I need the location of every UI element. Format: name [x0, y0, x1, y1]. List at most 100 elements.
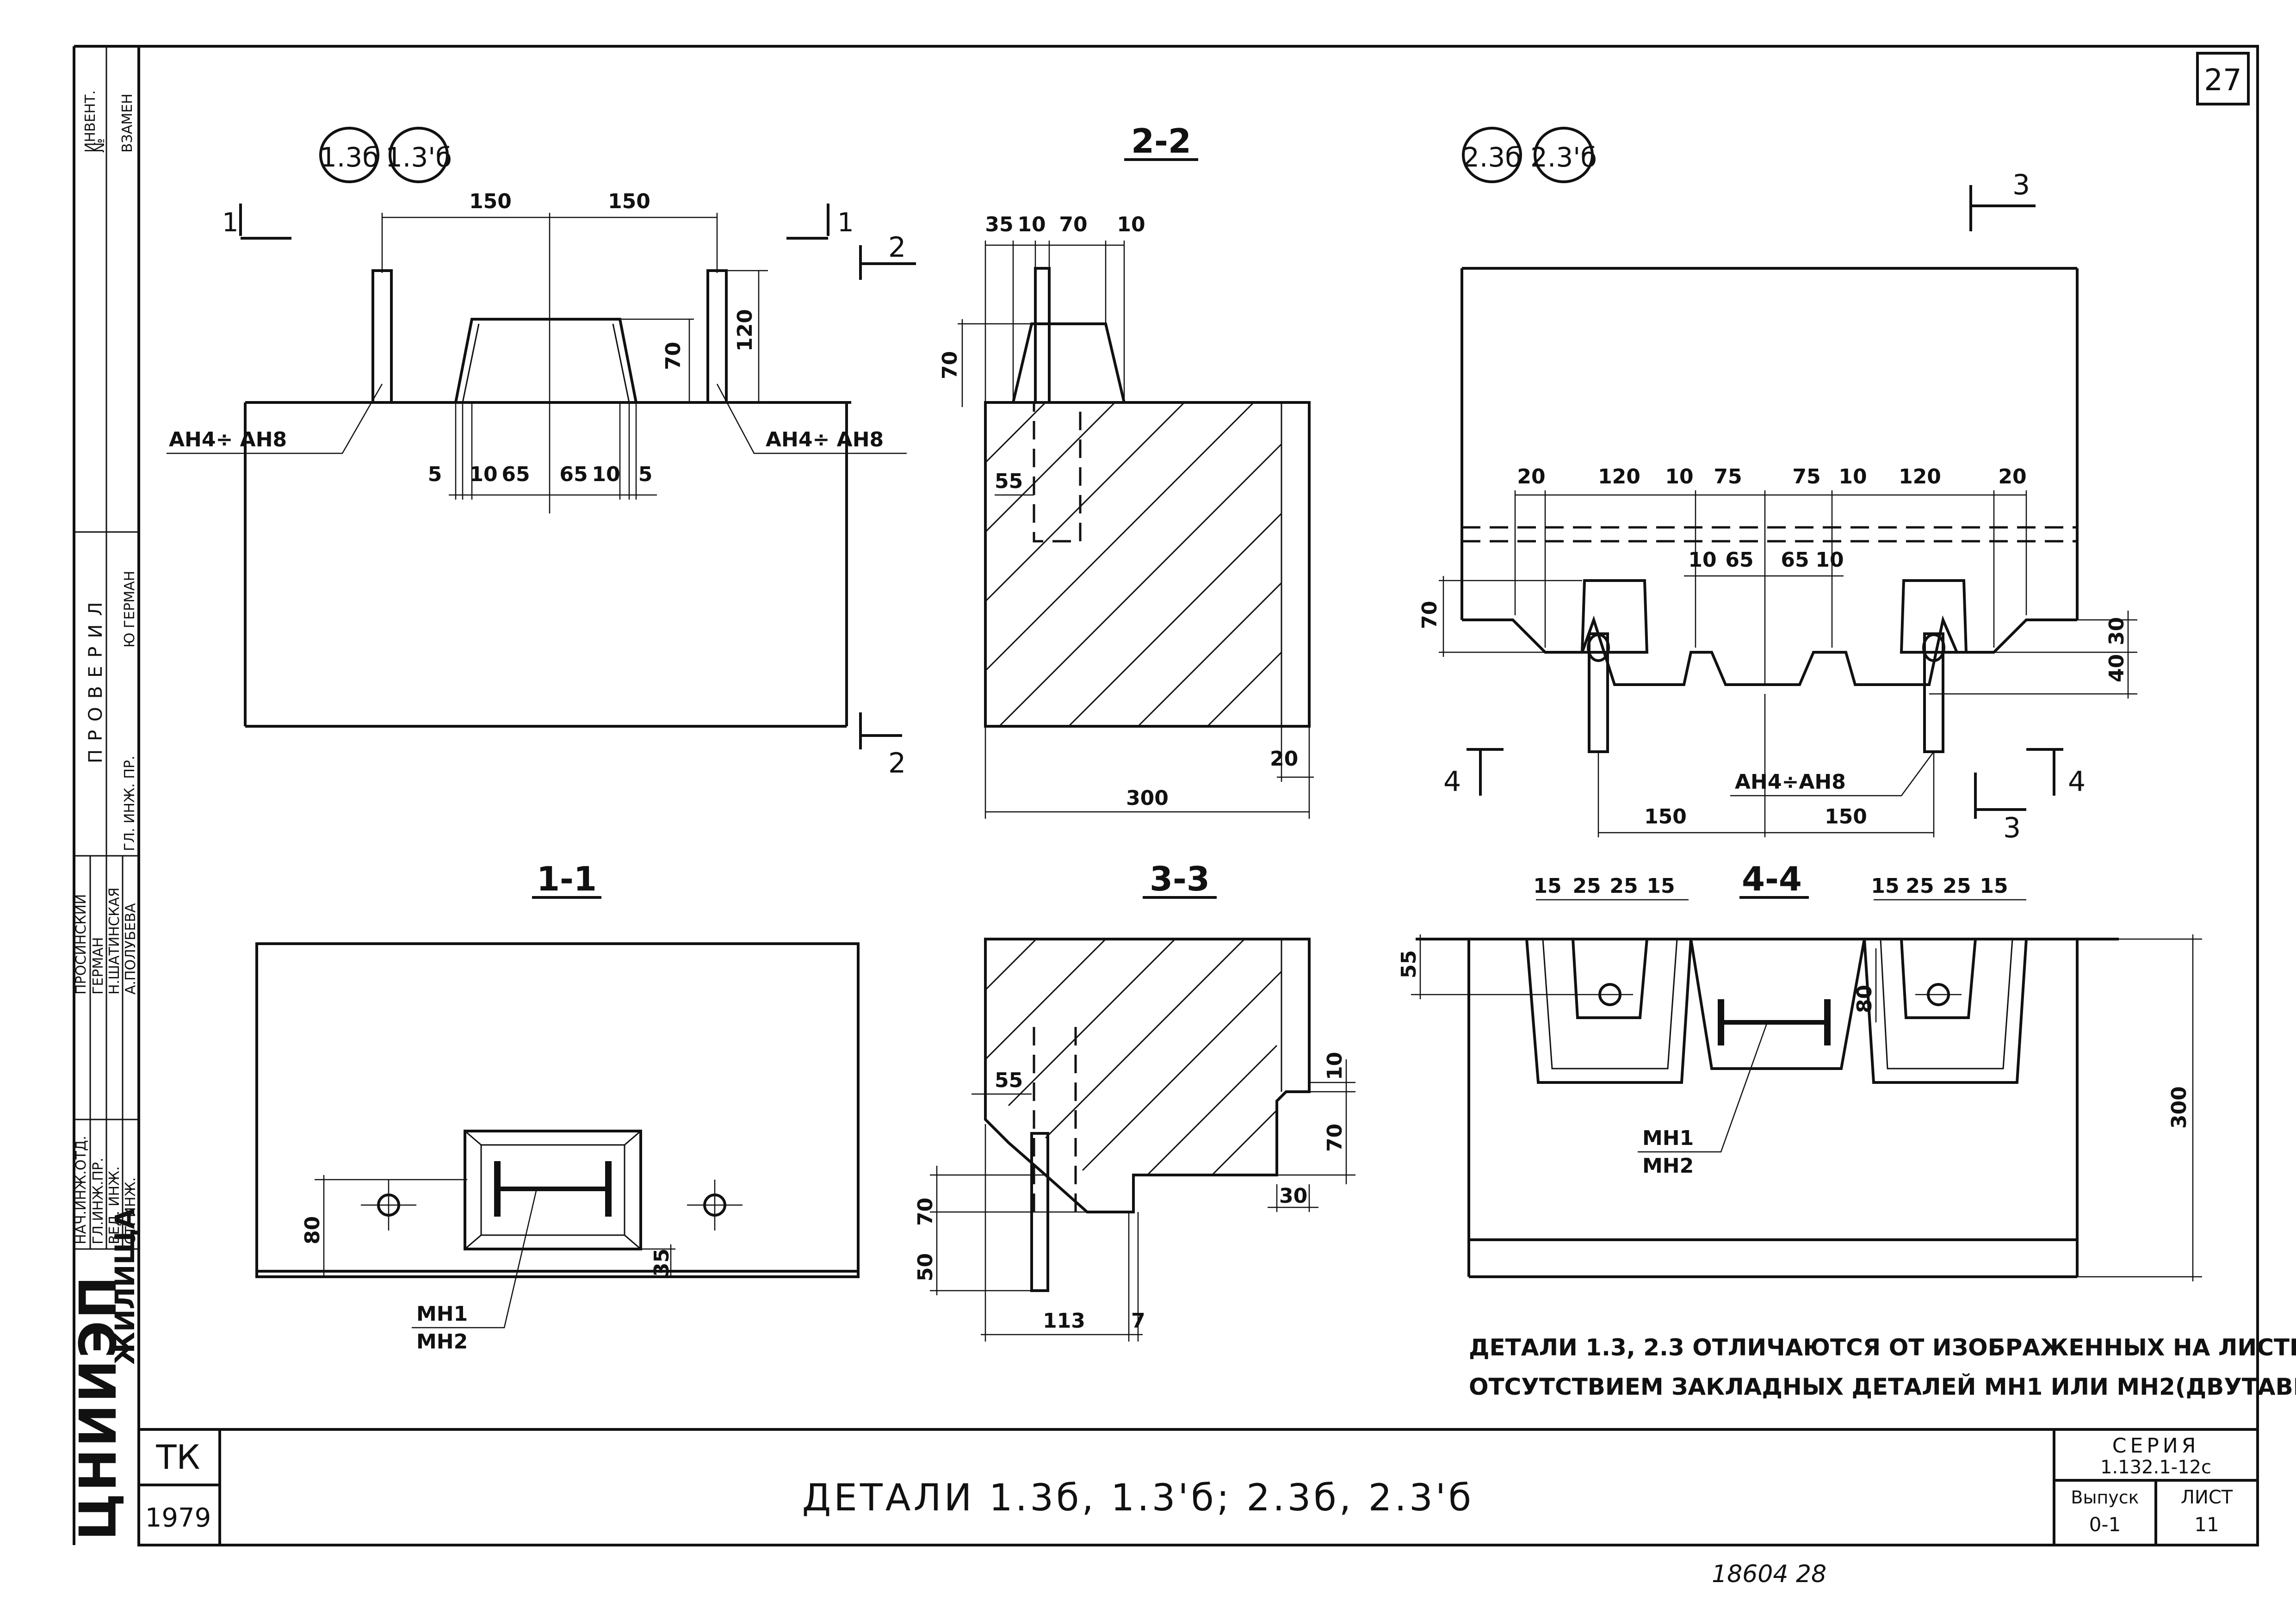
lug-left: [1580, 579, 1649, 654]
stamp-check-label: ПРОВЕРИЛ: [85, 594, 106, 763]
dim-44-80: 80: [1853, 985, 1876, 1013]
sheet-value: 11: [2194, 1513, 2219, 1536]
issue-value: 0-1: [2089, 1513, 2121, 1536]
dim-2-2-10a: 10: [1017, 213, 1046, 236]
stamp-name-4: А.ПОЛУБЕВА: [123, 903, 139, 995]
dim-b-10a: 10: [469, 463, 497, 486]
view-b: 2.3б 2.3'б 3 3 4 4: [1418, 127, 2137, 844]
marker-circle-3: [1462, 127, 1522, 183]
section-1-1-title: 1-1: [537, 860, 597, 898]
dim-3-3-7: 7: [1131, 1309, 1145, 1333]
cut-4-right: 4: [2068, 766, 2086, 798]
dim-3-3-10: 10: [1323, 1052, 1347, 1080]
view-a: 1.3б 1.3'б 1 1 2 2 150 150: [167, 127, 916, 779]
dim-vb-m65b: 65: [1781, 548, 1809, 572]
marker-circle-2: [389, 127, 449, 183]
dim-vb-120b: 120: [1899, 465, 1941, 489]
dim-vb-120a: 120: [1598, 465, 1640, 489]
dim-vb-m10a: 10: [1688, 548, 1716, 572]
cut-1-left: 1: [222, 208, 239, 238]
dim-vb-75b: 75: [1792, 465, 1820, 489]
cut-1-right: 1: [837, 208, 854, 238]
dim-3-3-70b: 70: [914, 1198, 937, 1226]
dim-vb-10b: 10: [1838, 465, 1867, 489]
dim-3-3-113: 113: [1043, 1309, 1085, 1333]
marker-circle-1: [319, 127, 379, 183]
dim-vb-20a: 20: [1517, 465, 1545, 489]
dim-3-3-30: 30: [1279, 1184, 1307, 1208]
marker-2: 1.3'б: [385, 142, 452, 173]
cut-4-left: 4: [1443, 766, 1461, 798]
archive-number: 18604 28: [1712, 1560, 1826, 1588]
dim-vb-m65a: 65: [1725, 548, 1753, 572]
stamp-role-1: НАЧ.ИНЖ.ОТД.: [73, 1136, 89, 1244]
dim-vb-20b: 20: [1998, 465, 2026, 489]
cut-2-bottom: 2: [888, 747, 906, 779]
concrete-body: [984, 401, 1311, 728]
stamp-role-3: ВЕД. ИНЖ.: [106, 1166, 123, 1244]
dim-b-65b: 65: [559, 463, 588, 486]
dim-2-2-70: 70: [1059, 213, 1087, 236]
stamp-name-1: ПРОСИНСКИЙ: [73, 894, 89, 995]
marker-3: 2.3б: [1462, 142, 1522, 173]
cut-3-bottom: 3: [2003, 812, 2021, 844]
section-2-2-title: 2-2: [1131, 122, 1191, 161]
profile-b: [1462, 615, 2077, 686]
dim-2-2-300: 300: [1126, 786, 1169, 810]
dim-2-2-h70: 70: [938, 351, 962, 379]
dim-vb-75a: 75: [1714, 465, 1742, 489]
dim-2-2-10b: 10: [1117, 213, 1145, 236]
dim-44-l15a: 15: [1533, 874, 1561, 898]
dim-2-2-55: 55: [995, 470, 1023, 493]
stamp-label-no: №: [92, 138, 108, 153]
dim-b-5a: 5: [428, 463, 442, 486]
stamp-label-invent: ИНВЕНТ.: [82, 90, 99, 153]
section-2-2: 2-2 35 10 70 10 70: [938, 122, 1314, 819]
dim-b-65a: 65: [501, 463, 530, 486]
sheet-number-box: [2196, 52, 2250, 105]
stamp-role-4: СТ. ИНЖ.: [123, 1177, 139, 1244]
title-code: ТК: [155, 1438, 200, 1477]
stamp-org: ЦНИИЭП: [68, 1274, 128, 1540]
leader-right: АН4÷ АН8: [766, 428, 884, 451]
dim-vb-m10b: 10: [1815, 548, 1844, 572]
section-4-4: 4-4 15 25 25 15 15 25 25 15: [1397, 860, 2202, 1281]
stamp-chief: ГЛ. ИНЖ. ПР.: [122, 756, 138, 852]
dim-vb-70: 70: [1418, 601, 1442, 629]
org-logo: ЦНИИЭП: [68, 1274, 128, 1540]
marker-circle-4: [1534, 127, 1594, 183]
slab-1-1: [255, 942, 860, 1278]
dim-3-3-70a: 70: [1323, 1124, 1347, 1152]
dim-top-1: 150: [469, 190, 512, 213]
drawing-title: ДЕТАЛИ 1.3б, 1.3'б; 2.3б, 2.3'б: [802, 1476, 1474, 1519]
stamp-name-3: Н.ШАТИНСКАЯ: [106, 887, 123, 995]
anchor-bar-left: [371, 269, 393, 404]
series-label: СЕРИЯ: [2112, 1434, 2200, 1458]
dim-1-1-35: 35: [650, 1249, 674, 1277]
dim-1-1-80: 80: [301, 1216, 324, 1244]
lug-right: [1900, 579, 1968, 654]
bar-2-2: [1034, 267, 1051, 404]
dim-b-5b: 5: [638, 463, 653, 486]
dim-2-2-20: 20: [1270, 747, 1298, 771]
section-4-4-title: 4-4: [1742, 860, 1802, 898]
section-1-1: 1-1 80 35 МН1 МН2: [255, 860, 860, 1354]
dim-h-120: 120: [733, 309, 757, 352]
dim-44-55: 55: [1397, 950, 1421, 978]
section-3-3: 3-3 55 10 70 30 70 50: [914, 860, 1355, 1342]
dim-44-r15a: 15: [1871, 874, 1899, 898]
anchor-bar-right: [706, 269, 728, 404]
series-value: 1.132.1-12с: [2100, 1457, 2211, 1478]
cut-2-top: 2: [888, 231, 906, 264]
note-line-1: ДЕТАЛИ 1.3, 2.3 ОТЛИЧАЮТСЯ ОТ ИЗОБРАЖЕНН…: [1469, 1334, 2296, 1361]
dim-44-300: 300: [2167, 1086, 2191, 1129]
leader-left: АН4÷ АН8: [169, 428, 287, 451]
stamp-org-suffix: ЖИЛИЩА: [109, 1208, 141, 1365]
leader-vb: АН4÷АН8: [1735, 770, 1846, 794]
note-line-2: ОТСУТСТВИЕМ ЗАКЛАДНЫХ ДЕТАЛЕЙ МН1 ИЛИ МН…: [1469, 1373, 2296, 1400]
stamp-name-2: ГЕРМАН: [90, 937, 106, 995]
stamp-checker: Ю ГЕРМАН: [122, 571, 138, 648]
sheet-frame: [137, 45, 2259, 1546]
marker-4: 2.3'б: [1530, 142, 1597, 173]
